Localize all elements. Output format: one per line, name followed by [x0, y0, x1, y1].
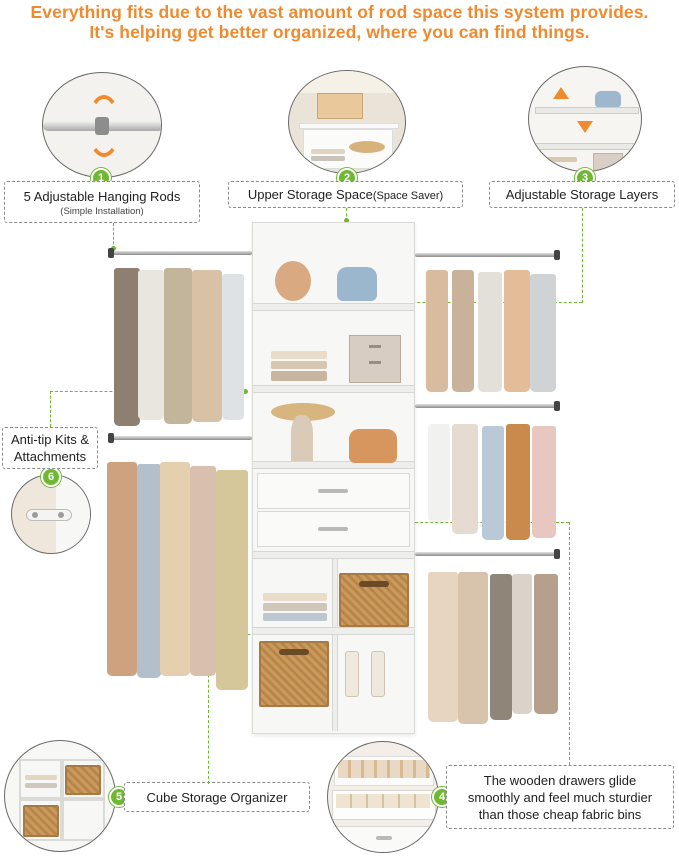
rod-detail-image	[42, 72, 162, 178]
feature-label-cube-organizer: Cube Storage Organizer	[124, 782, 310, 812]
feature-line-2: smoothly and feel much sturdier	[467, 790, 653, 805]
feature-badge-6: 6	[41, 467, 61, 487]
feature-label-hanging-rods: 5 Adjustable Hanging Rods (Simple Instal…	[4, 181, 200, 223]
feature-line-3: than those cheap fabric bins	[478, 807, 642, 822]
wooden-drawer-detail-image	[327, 741, 439, 853]
anti-tip-kit-detail-image	[11, 474, 91, 554]
drawer-handle[interactable]	[318, 527, 348, 531]
leader-line	[50, 391, 51, 427]
headline-line-1: Everything fits due to the vast amount o…	[30, 2, 649, 22]
down-arrow-icon	[577, 121, 593, 133]
leader-dot	[344, 218, 349, 223]
feature-label-wooden-drawers: The wooden drawers glide smoothly and fe…	[446, 765, 674, 829]
headline-line-2: It's helping get better organized, where…	[89, 22, 590, 42]
leader-dot	[243, 389, 248, 394]
feature-line-1: The wooden drawers glide	[483, 773, 637, 788]
feature-subtitle: (Simple Installation)	[60, 206, 144, 217]
leader-line	[113, 223, 114, 249]
upper-storage-detail-image	[288, 70, 406, 174]
leader-line	[569, 522, 570, 765]
feature-label-upper-storage: Upper Storage Space(Space Saver)	[228, 181, 463, 208]
leader-line	[390, 522, 569, 523]
feature-line-2: Attachments	[13, 449, 87, 464]
leader-line	[346, 208, 347, 222]
closet-tower	[252, 222, 415, 734]
feature-line-1: Anti-tip Kits &	[10, 432, 90, 447]
adjustable-layers-detail-image	[528, 66, 642, 172]
feature-label-anti-tip: Anti-tip Kits & Attachments	[2, 427, 98, 469]
up-arrow-icon	[553, 87, 569, 99]
closet-drawer-bottom[interactable]	[257, 511, 410, 547]
feature-title: Adjustable Storage Layers	[505, 187, 659, 202]
leader-line	[208, 634, 209, 784]
closet-drawer-top[interactable]	[257, 473, 410, 509]
feature-label-adjustable-layers: Adjustable Storage Layers	[489, 181, 675, 208]
rotate-arrow-icon	[87, 95, 121, 157]
cube-organizer-detail-image	[4, 740, 116, 852]
feature-title-suffix: (Space Saver)	[372, 190, 444, 202]
drawer-handle[interactable]	[318, 489, 348, 493]
leader-line	[582, 208, 583, 303]
feature-title: Cube Storage Organizer	[146, 790, 288, 805]
feature-title: 5 Adjustable Hanging Rods	[23, 189, 181, 204]
feature-title: Upper Storage Space	[247, 187, 373, 202]
